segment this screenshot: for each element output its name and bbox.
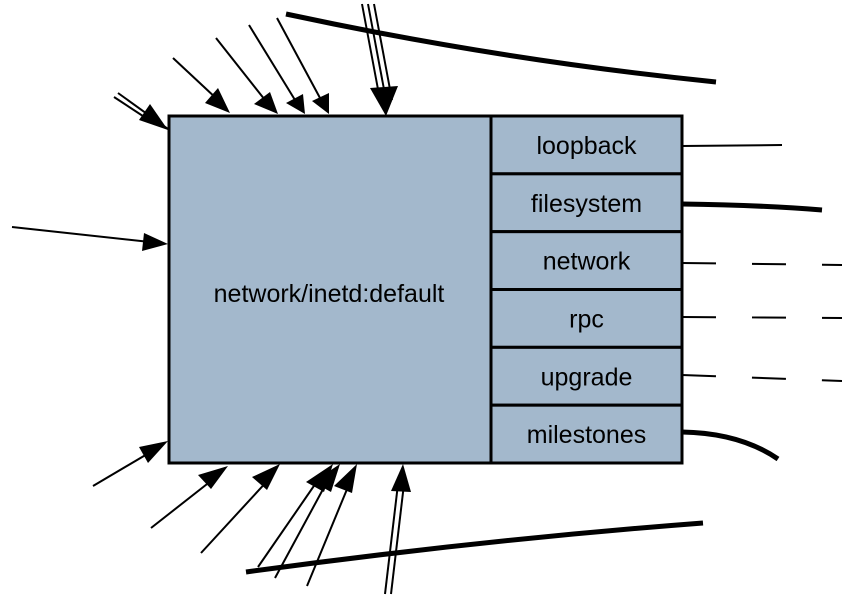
incoming-edge [92,449,155,487]
incoming-edge [373,3,393,101]
incoming-edge [306,481,351,587]
dependency-label: rpc [569,305,604,333]
dependency-cell-box [489,403,684,465]
arrowhead [391,464,411,492]
dependency-label: loopback [536,132,637,160]
incoming-edges-bottom [92,441,704,595]
incoming-edge [113,96,153,123]
incoming-edge [361,3,381,101]
long-edge [245,520,704,575]
incoming-edges-left [11,226,168,251]
outgoing-edge-filesystem [681,201,823,213]
arrowhead [139,441,168,463]
dependency-label: milestones [527,421,647,449]
incoming-edge [367,3,387,101]
incoming-edge [384,483,399,595]
dependency-cell: filesystem [489,172,684,234]
service-node: network/inetd:default [167,114,493,465]
arrowhead [142,233,168,251]
arrowhead [254,92,278,114]
incoming-edge [215,37,266,101]
dependency-label: upgrade [541,363,633,391]
outgoing-edge-upgrade [681,374,842,382]
arrowhead [370,86,398,116]
dependency-cell: loopback [489,114,684,176]
arrowhead [334,464,357,493]
outgoing-edge-loopback [681,144,783,147]
dependency-label: network [543,248,631,276]
arrowhead [139,104,168,130]
dependency-cell-box [489,172,684,234]
service-name: network/inetd:default [214,280,445,308]
incoming-edge [276,17,321,99]
outgoing-edge-rpc [681,316,842,319]
dependency-list: loopback filesystem network rpc upgrade miles… [489,114,684,465]
incoming-edge [274,479,329,579]
dependency-cell: upgrade [489,345,684,407]
arrowhead [313,464,340,492]
service-box [167,114,493,465]
incoming-edges-top [113,3,717,130]
arrowhead [312,93,329,114]
incoming-edge [257,479,319,568]
outgoing-edge-milestones [681,429,780,462]
incoming-edge [11,226,151,243]
incoming-edge [248,24,296,101]
incoming-edge [172,57,219,101]
incoming-edge [390,483,405,595]
incoming-edge [200,477,271,554]
dependency-cell-box [489,114,684,176]
arrowhead [198,466,228,489]
long-edge [285,11,717,85]
dependency-cell: rpc [489,288,684,349]
dependency-cell: network [489,230,684,292]
arrowhead [205,88,230,113]
arrowhead [252,464,280,490]
dependency-cell: milestones [489,403,684,465]
outgoing-edge-network [681,262,842,266]
dependency-cell-box [489,230,684,292]
arrowhead [286,94,305,114]
dependency-cell-box [489,345,684,407]
outgoing-edges [681,144,842,462]
dependency-label: filesystem [531,190,642,218]
incoming-edge [150,476,217,529]
